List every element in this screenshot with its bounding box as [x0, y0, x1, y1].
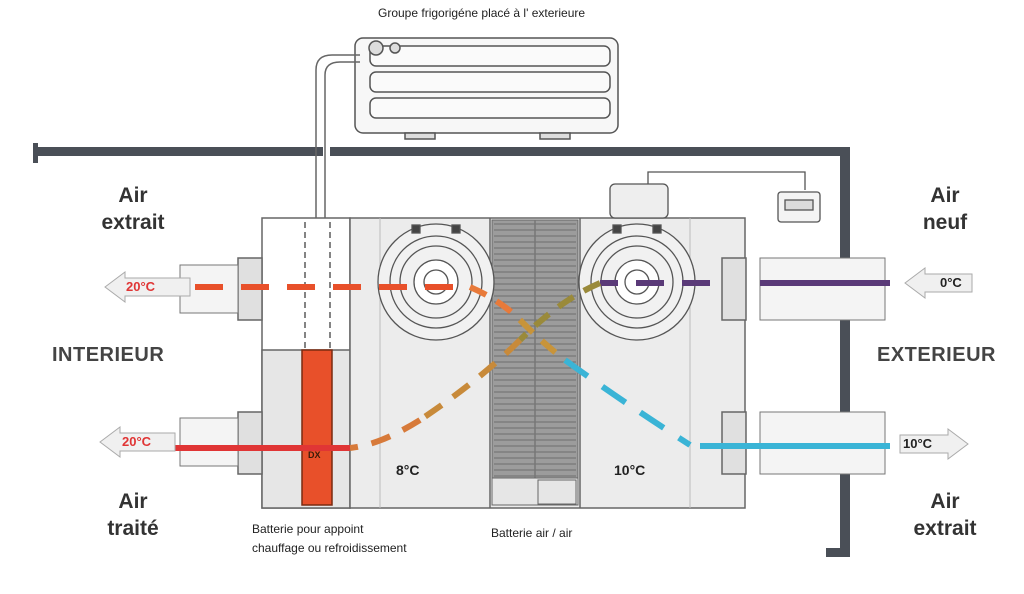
heat-exchanger [491, 219, 579, 506]
arrow-out-supply [99, 426, 176, 458]
temp-inside-10: 10°C [614, 462, 646, 478]
airflow [175, 280, 890, 451]
air-extrait-right-line2: extrait [913, 517, 977, 540]
arrow-in-extract [104, 271, 191, 303]
temp-exhaust-out: 10°C [903, 436, 933, 451]
air-extrait-right-line1: Air [930, 490, 960, 513]
interieur-label: INTERIEUR [52, 344, 165, 366]
air-extrait-left: Air extrait [88, 182, 178, 236]
air-neuf: Air neuf [900, 182, 990, 236]
refrigerant-pipes [315, 54, 360, 235]
control-box [609, 171, 821, 223]
air-neuf-line2: neuf [922, 211, 968, 234]
exterieur-label: EXTERIEUR [877, 344, 996, 366]
temp-out-supply: 20°C [122, 434, 152, 449]
outdoor-unit-caption: Groupe frigorigéne placé à l' exterieure [378, 6, 586, 20]
fan-left [377, 223, 495, 341]
batterie-appoint-line2: chauffage ou refroidissement [252, 541, 407, 555]
air-traite-line2: traité [107, 517, 159, 540]
air-extrait-left-line2: extrait [101, 211, 165, 234]
temp-fresh-in: 0°C [940, 275, 962, 290]
air-traite: Air traité [88, 488, 178, 542]
arrow-exhaust-out [899, 428, 969, 460]
arrow-fresh-in [904, 267, 973, 299]
batterie-air-caption: Batterie air / air [491, 526, 573, 540]
batterie-appoint-line1: Batterie pour appoint [252, 522, 364, 536]
outdoor-unit [354, 37, 619, 140]
building-wall [33, 143, 850, 557]
air-traite-line1: Air [118, 490, 148, 513]
batterie-appoint-caption: Batterie pour appoint chauffage ou refro… [252, 520, 407, 558]
temp-inside-8: 8°C [396, 462, 420, 478]
air-extrait-right: Air extrait [895, 488, 995, 542]
fan-right [578, 223, 696, 341]
air-extrait-left-line1: Air [118, 184, 148, 207]
temp-in-extract: 20°C [126, 279, 156, 294]
air-neuf-line1: Air [930, 184, 960, 207]
dx-label: DX [308, 450, 321, 460]
